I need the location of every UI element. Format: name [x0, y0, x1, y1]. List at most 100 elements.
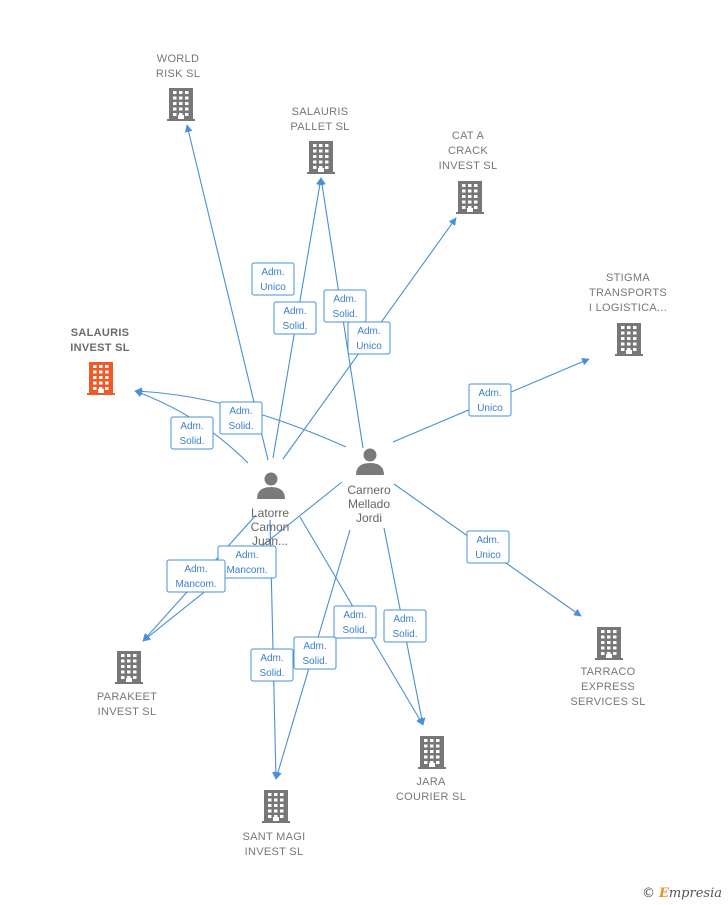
building-icon — [262, 790, 290, 823]
building-icon — [87, 362, 115, 395]
brand-name: mpresia — [668, 886, 722, 901]
company-node-salauris-pallet[interactable]: SALAURIS PALLET SL — [290, 106, 349, 174]
company-name-text: STIGMA — [606, 272, 650, 284]
company-name-text: EXPRESS — [581, 681, 635, 693]
company-name-text: I LOGISTICA... — [589, 302, 667, 314]
relation-label-text: Adm. — [343, 610, 366, 621]
relation-label-box — [347, 321, 391, 355]
relation-label-text: Adm. — [261, 267, 284, 278]
relation-label-text: Adm. — [476, 535, 499, 546]
building-icon — [456, 181, 484, 214]
relation-label-text: Unico — [356, 341, 382, 352]
relation-label-box — [323, 289, 367, 323]
relation-label-box — [466, 530, 510, 564]
person-name-text: Camon — [251, 520, 290, 534]
relation-label[interactable]: Adm. Mancom. — [217, 545, 277, 579]
company-name-text: WORLD — [157, 53, 199, 65]
person-name-text: Carnero — [347, 483, 391, 497]
relation-label-text: Adm. — [357, 326, 380, 337]
relation-label[interactable]: Adm. Solid. — [250, 648, 294, 682]
relation-label-text: Unico — [260, 282, 286, 293]
relation-label[interactable]: Adm. Solid. — [383, 609, 427, 643]
empresia-watermark: ©Empresia — [642, 886, 722, 901]
relation-label-text: Solid. — [282, 321, 307, 332]
relation-label-text: Adm. — [478, 388, 501, 399]
relation-label-text: Adm. — [303, 641, 326, 652]
relation-label-text: Solid. — [179, 436, 204, 447]
edges-layer — [134, 124, 590, 780]
person-icon — [257, 472, 285, 499]
relation-label-box — [273, 301, 317, 335]
company-name-text: SALAURIS — [292, 106, 349, 118]
relation-label-text: Adm. — [235, 550, 258, 561]
relation-label-text: Adm. — [229, 406, 252, 417]
person-icon — [356, 448, 384, 475]
relation-label-text: Adm. — [260, 653, 283, 664]
relation-label[interactable]: Adm. Solid. — [333, 605, 377, 639]
relation-label-text: Adm. — [333, 294, 356, 305]
relation-label-box — [251, 262, 295, 296]
relation-label[interactable]: Adm. Unico — [347, 321, 391, 355]
person-name-text: Juan... — [252, 534, 288, 548]
company-node-cat-a-crack[interactable]: CAT A CRACK INVEST SL — [439, 130, 498, 214]
edge-labels-layer: Adm.UnicoAdm.Solid.Adm.Solid.Adm.UnicoAd… — [166, 262, 512, 682]
relation-label[interactable]: Adm. Unico — [468, 383, 512, 417]
relation-label[interactable]: Adm.Mancom. — [166, 559, 226, 593]
relation-label-text: Adm. — [283, 306, 306, 317]
building-icon — [418, 736, 446, 769]
relation-label-text: Solid. — [259, 668, 284, 679]
building-icon — [615, 323, 643, 356]
relation-label[interactable]: Adm. Solid. — [219, 401, 263, 435]
relation-label[interactable]: Adm.Solid. — [293, 636, 337, 670]
company-node-stigma[interactable]: STIGMA TRANSPORTS I LOGISTICA... — [589, 272, 667, 356]
building-icon — [115, 651, 143, 684]
relation-label-text: Solid. — [392, 629, 417, 640]
relation-label-text: Solid. — [342, 625, 367, 636]
relation-label[interactable]: Adm. Solid. — [170, 416, 214, 450]
relation-label[interactable]: Adm. Solid. — [323, 289, 367, 323]
relation-label-text: Solid. — [228, 421, 253, 432]
building-icon — [307, 141, 335, 174]
relation-label-text: Adm. — [180, 421, 203, 432]
relation-label-text: Solid. — [332, 309, 357, 320]
relation-label[interactable]: Adm. Solid. — [273, 301, 317, 335]
relation-label-box — [166, 559, 226, 593]
person-name-text: Mellado — [348, 497, 390, 511]
relation-label-box — [250, 648, 294, 682]
company-name-text: INVEST SL — [70, 342, 130, 354]
company-name-text: CAT A — [452, 130, 485, 142]
company-name-text: SERVICES SL — [570, 696, 645, 708]
relation-label-box — [170, 416, 214, 450]
company-name-text: COURIER SL — [396, 791, 466, 803]
relation-label-box — [293, 636, 337, 670]
relation-label[interactable]: Adm. Unico — [466, 530, 510, 564]
company-node-jara[interactable]: JARA COURIER SL — [396, 736, 466, 803]
person-name-text: Latorre — [251, 506, 289, 520]
relation-label-text: Unico — [477, 403, 503, 414]
relation-label-text: Mancom. — [226, 565, 267, 576]
company-name-text: PALLET SL — [290, 121, 349, 133]
brand-initial: E — [658, 886, 669, 901]
company-name-text: INVEST SL — [245, 846, 304, 858]
person-node-latorre[interactable]: LatorreCamonJuan... — [251, 472, 290, 549]
building-icon — [167, 88, 195, 121]
company-name-text: TRANSPORTS — [589, 287, 667, 299]
relation-label-text: Adm. — [393, 614, 416, 625]
company-name-text: JARA — [416, 776, 446, 788]
company-name-text: CRACK — [448, 145, 488, 157]
building-icon — [595, 627, 623, 660]
relation-label-text: Unico — [475, 550, 501, 561]
relation-label[interactable]: Adm. Unico — [251, 262, 295, 296]
person-name-text: Jordi — [356, 511, 382, 525]
company-name-text: INVEST SL — [439, 160, 498, 172]
company-name-text: INVEST SL — [98, 706, 157, 718]
relation-label-box — [219, 401, 263, 435]
